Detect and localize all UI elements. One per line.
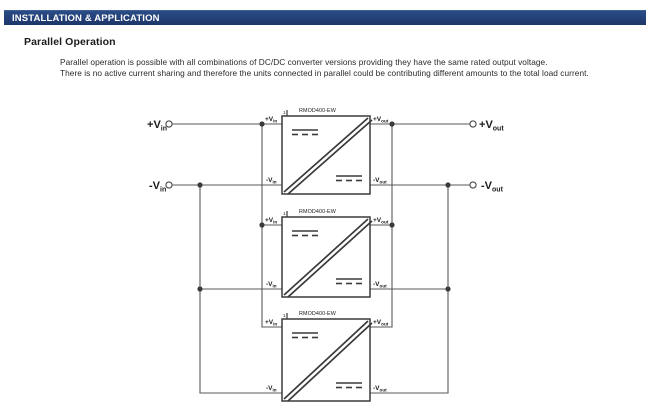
label-vin-positive: +Vin <box>147 119 167 133</box>
converter-2-pin-out-pos: +Vout <box>373 217 389 225</box>
converter-1-pin-out-pos: +Vout <box>373 116 389 124</box>
converter-2-pin-in-pos: +Vin <box>265 217 277 225</box>
converter-1-pin-in-pos: +Vin <box>265 116 277 124</box>
converter-2-pin-in-neg: -Vin <box>266 281 277 289</box>
terminal-circles <box>165 120 477 189</box>
converter-2-pin-out-neg: -Vout <box>373 281 387 289</box>
paragraph-line-1: Parallel operation is possible with all … <box>60 57 548 67</box>
converter-1-pin-in-neg: -Vin <box>266 177 277 185</box>
terminal-vout-positive <box>469 120 477 128</box>
converter-3-pin-marker: 1 <box>283 313 286 318</box>
converter-module-2 <box>281 211 373 298</box>
paragraph-line-2: There is no active current sharing and t… <box>60 68 589 78</box>
converter-3-pin-in-pos: +Vin <box>265 319 277 327</box>
converter-3-pin-in-neg: -Vin <box>266 385 277 393</box>
converter-2-part-number: RMOD400-EW <box>299 209 337 215</box>
terminal-vin-negative <box>165 181 173 189</box>
converter-module-3 <box>281 313 373 402</box>
label-vout-negative: -Vout <box>481 180 504 194</box>
converter-1-pin-out-neg: -Vout <box>373 177 387 185</box>
converter-3-pin-out-neg: -Vout <box>373 385 387 393</box>
terminal-vin-positive <box>165 120 173 128</box>
converter-3-pin-out-pos: +Vout <box>373 319 389 327</box>
converter-1-part-number: RMOD400-EW <box>299 108 337 114</box>
section-header-bar: INSTALLATION & APPLICATION <box>4 10 646 25</box>
converter-1-pin-marker: 1 <box>283 110 286 115</box>
section-header-title: INSTALLATION & APPLICATION <box>12 13 160 24</box>
converter-module-1 <box>281 110 373 195</box>
terminal-vout-negative <box>469 181 477 189</box>
page-subheading: Parallel Operation <box>24 36 116 48</box>
converter-2-pin-marker: 1 <box>283 211 286 216</box>
label-vout-positive: +Vout <box>479 119 504 133</box>
converter-3-part-number: RMOD400-EW <box>299 311 337 317</box>
label-vin-negative: -Vin <box>149 180 166 194</box>
parallel-operation-schematic: +Vin -Vin +Vout -Vout RMOD400-EW 1 +Vin <box>0 88 650 415</box>
junction-dots <box>197 121 451 292</box>
